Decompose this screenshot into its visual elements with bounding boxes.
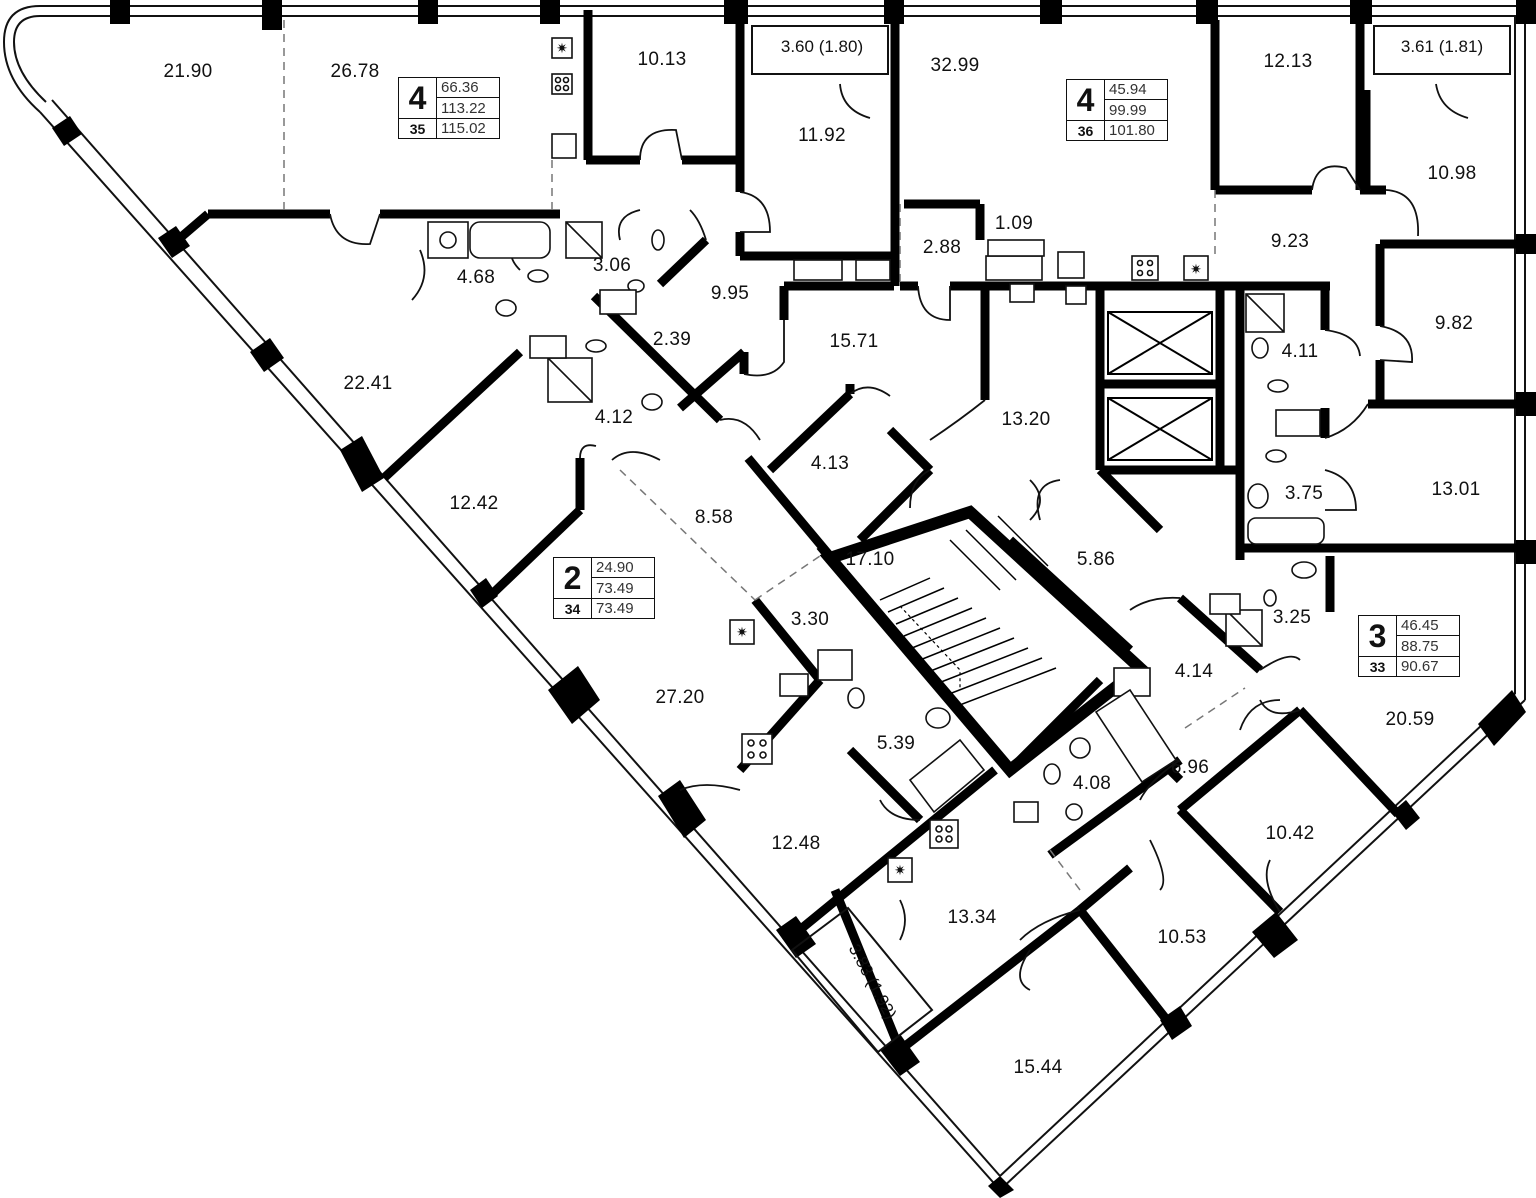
room-area: 4.08: [1072, 773, 1112, 794]
room-area: 9.95: [710, 283, 750, 304]
room-area: 5.39: [876, 733, 916, 754]
room-area: 12.42: [449, 493, 499, 514]
apartment-total-with-balcony: 115.02: [437, 118, 499, 138]
apartment-info-36: 4 36 45.94 99.99 101.80: [1066, 79, 1168, 141]
apartment-total-with-balcony: 90.67: [1397, 656, 1459, 676]
room-area: 27.20: [655, 687, 705, 708]
apartment-room-count: 4: [399, 78, 437, 118]
apartment-number: 35: [399, 118, 437, 138]
apartment-total-with-balcony: 101.80: [1105, 120, 1167, 140]
room-area: 3.30: [790, 609, 830, 630]
apartment-total-area: 113.22: [441, 99, 486, 117]
facade-right: [1514, 6, 1526, 700]
apartment-living-area: 45.94: [1105, 80, 1167, 100]
room-area: 8.58: [694, 507, 734, 528]
room-area: 4.14: [1174, 661, 1214, 682]
room-area: 9.82: [1434, 313, 1474, 334]
room-area: 32.99: [930, 55, 980, 76]
room-area: 20.59: [1385, 709, 1435, 730]
room-area: 9.23: [1270, 231, 1310, 252]
room-area: 10.42: [1265, 823, 1315, 844]
room-area: 3.25: [1272, 607, 1312, 628]
apartment-total-area: 73.49: [596, 579, 634, 597]
apartment-living-area: 66.36: [437, 78, 499, 98]
room-area: 10.53: [1157, 927, 1207, 948]
apartment-total-area: 88.75: [1401, 637, 1439, 655]
apartment-number: 34: [554, 598, 592, 618]
apartment-info-35: 4 35 66.36 113.22 115.02: [398, 77, 500, 139]
room-area: 10.13: [637, 49, 687, 70]
svg-text:✷: ✷: [736, 625, 748, 641]
room-area: 4.68: [456, 267, 496, 288]
apartment-total-with-balcony: 73.49: [592, 598, 654, 618]
room-area: 2.88: [922, 237, 962, 258]
apartment-info-34: 2 34 24.90 73.49 73.49: [553, 557, 655, 619]
apartment-living-area: 24.90: [592, 558, 654, 578]
fixtures: [427, 37, 1325, 883]
apartment-total-area: 99.99: [1109, 101, 1147, 119]
room-area: 10.98: [1427, 163, 1477, 184]
apartment-number: 33: [1359, 656, 1397, 676]
apartment-info-33: 3 33 46.45 88.75 90.67: [1358, 615, 1460, 677]
apartment-room-count: 4: [1067, 80, 1105, 120]
apartment-room-count: 2: [554, 558, 592, 598]
facade-piers: [52, 0, 1536, 1198]
room-area: 4.13: [810, 453, 850, 474]
svg-text:✷: ✷: [894, 863, 906, 879]
dashed-separators: [283, 20, 1246, 891]
room-area: 6.96: [1170, 757, 1210, 778]
vent-markers: ✷ ✷ ✷ ✷: [556, 41, 1202, 879]
balcony-area: 3.61 (1.81): [1400, 37, 1484, 56]
room-area: 4.11: [1281, 341, 1319, 362]
room-area: 21.90: [163, 61, 213, 82]
room-area: 12.48: [771, 833, 821, 854]
room-area: 1.09: [994, 213, 1034, 234]
room-area: 13.01: [1431, 479, 1481, 500]
facade-corner: [2, 5, 41, 113]
room-area: 12.13: [1263, 51, 1313, 72]
apartment-number: 36: [1067, 120, 1105, 140]
door-swings: [329, 83, 1469, 991]
room-area: 3.75: [1284, 483, 1324, 504]
apartment-living-area: 46.45: [1397, 616, 1459, 636]
room-area: 15.44: [1013, 1057, 1063, 1078]
facade-top: [40, 5, 1525, 17]
elevator-shafts: [1107, 311, 1213, 461]
svg-text:✷: ✷: [1190, 262, 1202, 278]
balconies: [751, 25, 1511, 1054]
room-area: 3.06: [592, 255, 632, 276]
facade-left-diagonal: [39, 99, 1001, 1191]
room-area: 11.92: [798, 125, 846, 146]
room-area: 13.34: [947, 907, 997, 928]
room-area: 13.20: [1001, 409, 1051, 430]
apartment-room-count: 3: [1359, 616, 1397, 656]
room-area: 4.12: [594, 407, 634, 428]
room-area: 26.78: [330, 61, 380, 82]
room-area: 22.41: [343, 373, 393, 394]
svg-text:✷: ✷: [556, 41, 568, 57]
room-area: 5.86: [1076, 549, 1116, 570]
walls-thick: [177, 10, 1520, 1054]
balcony-area: 3.60 (1.80): [780, 37, 864, 56]
room-area: 15.71: [829, 331, 879, 352]
room-area: 17.10: [845, 549, 895, 570]
room-area: 2.39: [652, 329, 692, 350]
